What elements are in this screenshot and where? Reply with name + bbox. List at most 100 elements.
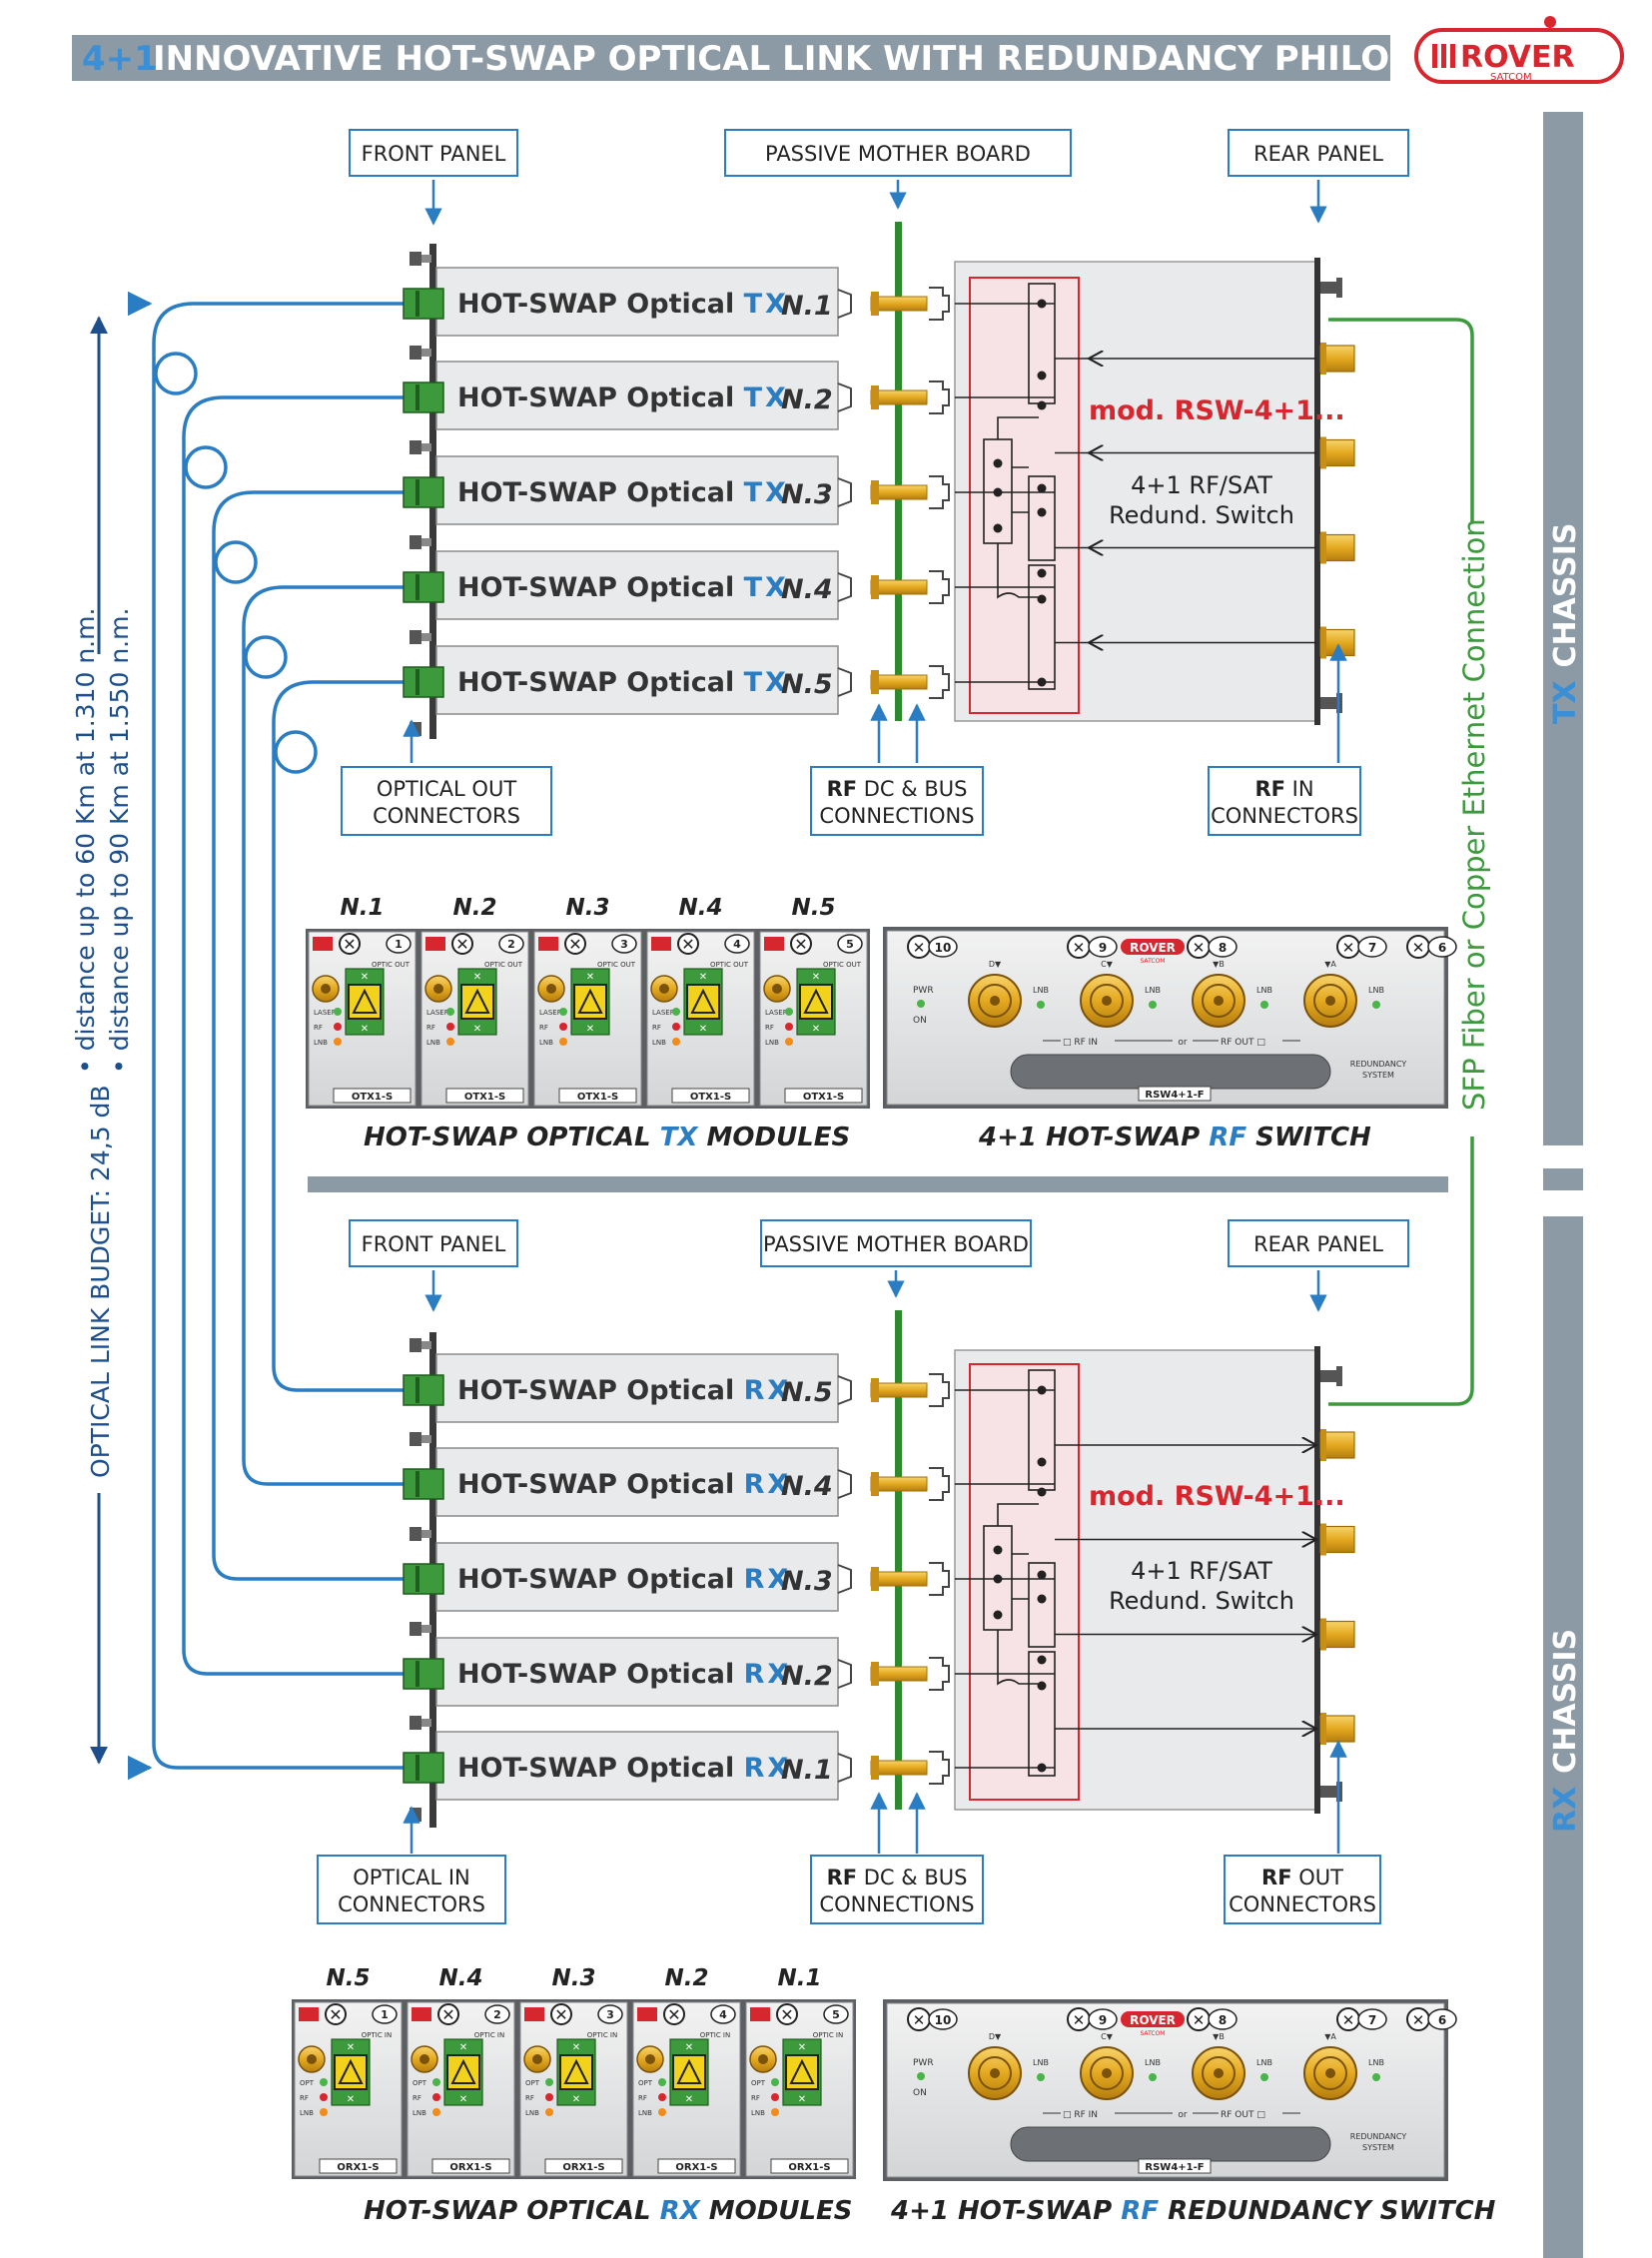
port-label: OPTIC IN <box>587 2031 618 2039</box>
front-module-number: N.1 <box>341 895 385 921</box>
tx-module-5: HOT-SWAP Optical TXN.5 <box>403 630 950 715</box>
status-led-icon <box>320 2078 328 2086</box>
led-label: RF <box>765 1024 774 1032</box>
led-label: RF <box>751 2094 760 2102</box>
brand-badge-icon <box>764 937 784 951</box>
fiber-coil-icon <box>154 352 198 395</box>
rx-front-switch-panel: ✕10✕9✕8✕7✕6ROVERSATCOMPWROND▼LNBC▼LNB▼BL… <box>883 1999 1457 2181</box>
svg-text:✕: ✕ <box>361 972 369 983</box>
rx-module-number: N.4 <box>781 1471 833 1502</box>
rx-module-5: HOT-SWAP Optical RXN.1 <box>403 1716 950 1801</box>
led-label: RF <box>413 2094 421 2102</box>
tx-module-label: HOT-SWAP Optical TX <box>457 477 789 508</box>
tx-switch-line2: Redund. Switch <box>1109 501 1294 529</box>
tx-switch-line1: 4+1 RF/SAT <box>1131 471 1272 499</box>
tx-module-number: N.2 <box>781 384 833 415</box>
slot-number: 6 <box>1438 941 1446 955</box>
header-prefix: 4+1 <box>82 39 158 79</box>
svg-text:OPTICAL OUT: OPTICAL OUT <box>377 777 517 801</box>
screw-icon: ✕ <box>780 2005 793 2024</box>
rx-switch-line1: 4+1 RF/SAT <box>1131 1557 1272 1585</box>
port-label: OPTIC IN <box>362 2031 393 2039</box>
port-letter: D▼ <box>989 2032 1002 2041</box>
or-label: or <box>1178 1038 1188 1048</box>
tx-module-2: HOT-SWAP Optical TXN.2 <box>403 346 950 430</box>
status-led-icon <box>545 2093 553 2101</box>
status-led-icon <box>320 2093 328 2101</box>
rx-section: FRONT PANEL PASSIVE MOTHER BOARD REAR PA… <box>292 1219 1496 2226</box>
screw-icon: ✕ <box>794 935 807 954</box>
fiber-cable-5 <box>272 680 404 1392</box>
tx-module-number: N.1 <box>781 291 833 322</box>
pwr-led-icon <box>917 1000 925 1008</box>
led-label: OPT <box>413 2079 427 2087</box>
fiber-cables <box>127 291 404 1781</box>
tx-module-card <box>435 645 839 715</box>
status-led-icon <box>785 1008 793 1016</box>
lnb-label: LNB <box>1033 986 1049 995</box>
svg-text:CONNECTIONS: CONNECTIONS <box>819 1892 974 1916</box>
screw-icon: ✕ <box>681 935 694 954</box>
status-led-icon <box>334 1023 342 1031</box>
svg-text:✕: ✕ <box>459 2094 467 2105</box>
rx-switch-model: mod. RSW-4+1... <box>1089 1481 1345 1512</box>
switch-model-code: RSW4+1-F <box>1145 1090 1204 1101</box>
svg-text:CONNECTORS: CONNECTORS <box>1229 1892 1376 1916</box>
slot-number: 7 <box>1368 2013 1376 2027</box>
brand-badge-icon <box>750 2007 770 2021</box>
rx-bus-connections-label: RF DC & BUS CONNECTIONS <box>810 1792 984 1924</box>
chassis-bars: TXCHASSIS RXCHASSIS <box>1543 112 1583 2258</box>
screw-icon: ✕ <box>1412 2011 1425 2029</box>
module-code: ORX1-S <box>562 2162 604 2173</box>
svg-text:CONNECTORS: CONNECTORS <box>1211 804 1358 828</box>
rx-module-card <box>435 1731 839 1801</box>
brand-badge-icon <box>538 937 558 951</box>
brand-badge-icon <box>651 937 671 951</box>
led-label: LASER <box>539 1009 562 1017</box>
port-label: OPTIC OUT <box>823 961 862 969</box>
screw-icon: ✕ <box>1073 939 1086 957</box>
tx-section: FRONT PANEL PASSIVE MOTHER BOARD REAR PA… <box>306 129 1457 1152</box>
rx-module-2: HOT-SWAP Optical RXN.4 <box>403 1432 950 1517</box>
lnb-label: LNB <box>1033 2058 1049 2067</box>
front-module-number: N.2 <box>665 1965 709 1991</box>
port-letter: C▼ <box>1101 2032 1114 2041</box>
led-label: LASER <box>426 1009 449 1017</box>
satellite-icon <box>1544 16 1556 28</box>
led-label: LNB <box>426 1039 440 1047</box>
status-led-icon <box>320 2108 328 2116</box>
fiber-cable-3 <box>212 490 404 1581</box>
tx-module-number: N.3 <box>781 479 833 510</box>
rx-module-3: HOT-SWAP Optical RXN.3 <box>403 1527 950 1612</box>
pwr-led-icon <box>917 2072 925 2080</box>
front-module-number: N.3 <box>552 1965 596 1991</box>
svg-text:✕: ✕ <box>699 1024 707 1035</box>
status-led-icon <box>785 1023 793 1031</box>
panel-logo-sub: SATCOM <box>1141 2030 1166 2037</box>
brand-badge-icon <box>313 937 333 951</box>
port-label: OPTIC IN <box>813 2031 844 2039</box>
front-module-number: N.2 <box>453 895 497 921</box>
svg-text:✕: ✕ <box>699 972 707 983</box>
module-code: ORX1-S <box>675 2162 717 2173</box>
svg-text:✕: ✕ <box>347 2042 355 2053</box>
svg-text:✕: ✕ <box>347 2094 355 2105</box>
rx-module-4: HOT-SWAP Optical RXN.2 <box>403 1622 950 1707</box>
tx-module-label: HOT-SWAP Optical TX <box>457 382 789 413</box>
rx-module-label: HOT-SWAP Optical RX <box>457 1659 791 1690</box>
svg-text:PASSIVE MOTHER BOARD: PASSIVE MOTHER BOARD <box>765 142 1031 166</box>
lnb-led-icon <box>1260 2073 1268 2081</box>
system-label-1: REDUNDANCY <box>1350 1060 1407 1069</box>
led-label: RF <box>314 1024 323 1032</box>
screw-icon: ✕ <box>455 935 468 954</box>
screw-icon: ✕ <box>1073 2011 1086 2029</box>
slot-number: 1 <box>381 2008 389 2021</box>
rf-out-label: RF OUT □ <box>1221 1038 1265 1048</box>
led-label: LNB <box>638 2109 652 2117</box>
panel-logo: ROVER <box>1130 2013 1176 2027</box>
port-label: OPTIC OUT <box>484 961 523 969</box>
